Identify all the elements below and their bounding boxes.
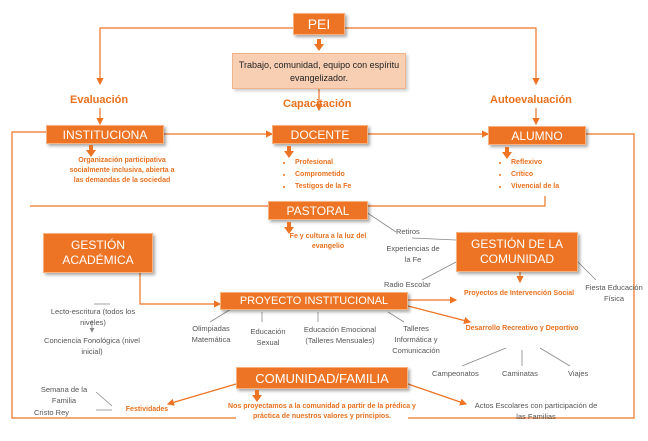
pastoral-box: PASTORAL (268, 201, 368, 220)
caminatas-label: Caminatas (502, 369, 538, 378)
pastoral-down-arrow (284, 222, 294, 234)
docente-item: Comprometido (293, 169, 351, 181)
alumno-item: Crítico (509, 169, 559, 181)
label-evaluacion: Evaluación (70, 94, 129, 106)
desarrollo-recreativo-label: Desarrollo Recreativo y Deportivo (465, 325, 579, 332)
semana-familia-label: Semana de la Familia (40, 385, 88, 405)
proyecto-item-talleres: Talleres Informática y Comunicación (392, 324, 440, 355)
alumno-down-arrow (502, 147, 512, 159)
alumno-item: Reflexivo (509, 157, 559, 169)
proyectos-social-label: Proyectos de Intervención Social (463, 290, 575, 297)
cristo-rey-label: Cristo Rey (34, 408, 70, 417)
proyecto-box: PROYECTO INSTITUCIONAL (220, 292, 408, 310)
mission-box: Trabajo, comunidad, equipo con espíritu … (232, 53, 406, 89)
proyecto-item-educacion-sexual: Educación Sexual (250, 327, 286, 347)
campeonatos-label: Campeonatos (432, 369, 479, 378)
fiesta-label: Fiesta Educación Física (585, 283, 643, 303)
comunidad-familia-box: COMUNIDAD/FAMILIA (236, 367, 408, 389)
institucional-box: INSTITUCIONA (46, 125, 164, 144)
lecto-escritura-label: Lecto-escritura (todos los niveles) (50, 307, 136, 327)
pei-box: PEI (293, 13, 345, 35)
comunidad-description: Nos proyectamos a la comunidad a partir … (228, 403, 416, 420)
comunidad-down-arrow (252, 390, 262, 402)
alumno-list: Reflexivo Crítico Vivencial de la (497, 157, 559, 193)
docente-list: Profesional Comprometido Testigos de la … (281, 157, 351, 193)
docente-item: Testigos de la Fe (293, 181, 351, 193)
gestion-academica-box: GESTIÓN ACADÉMICA (43, 233, 153, 273)
label-autoevaluacion: Autoevaluación (490, 94, 572, 106)
festividades-label: Festividades (125, 406, 169, 413)
docente-down-arrow (284, 146, 294, 158)
actos-escolares-label: Actos Escolares con participación de las… (474, 401, 598, 421)
experiencias-label: Experiencias de la Fe (386, 244, 440, 264)
docente-item: Profesional (293, 157, 351, 169)
viajes-label: Viajes (568, 369, 589, 378)
alumno-box: ALUMNO (488, 126, 586, 145)
retiros-label: Retiros (396, 227, 420, 236)
proyecto-item-educacion-emocional: Educación Emocional (Talleres Mensuales) (303, 325, 377, 345)
institucional-description: Organización participativa socialmente i… (69, 157, 175, 184)
institucional-down-arrow (86, 145, 96, 157)
docente-box: DOCENTE (272, 125, 368, 144)
conciencia-label: Conciencia Fonológica (nivel inicial) (44, 336, 140, 356)
proyecto-item-olimpiadas: Olimpiadas Matemática (191, 324, 231, 344)
pei-down-arrow (314, 39, 324, 51)
gestion-comunidad-box: GESTIÓN DE LA COMUNIDAD (456, 232, 578, 272)
radio-escolar-label: Radio Escolar (384, 280, 431, 289)
label-capacitacion: Capacitación (283, 98, 352, 110)
alumno-item: Vivencial de la (509, 181, 559, 193)
pastoral-description: Fe y cultura a la luz del evangelio (289, 233, 367, 250)
